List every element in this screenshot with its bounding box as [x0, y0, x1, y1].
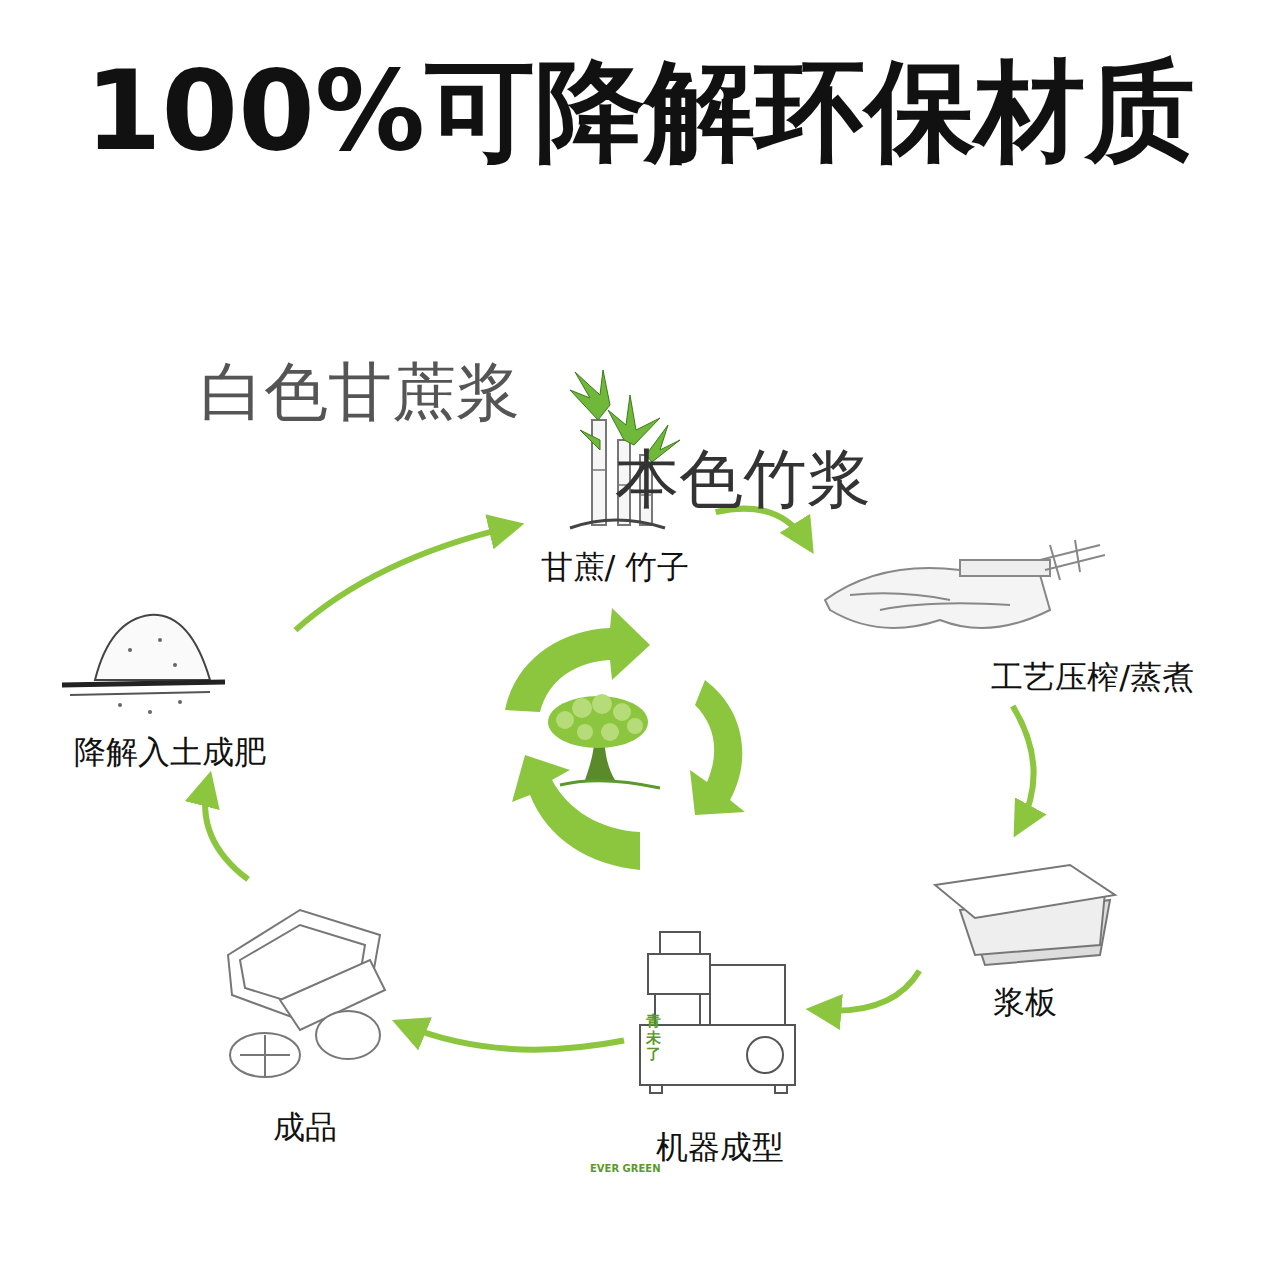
stage-label: 甘蔗/ 竹子 [541, 548, 690, 586]
recycle-symbol [505, 608, 745, 870]
stage-label: 浆板 [993, 983, 1057, 1021]
stage-label: 降解入土成肥 [74, 733, 266, 771]
pulp-sheet-illustration [935, 865, 1115, 965]
process-stage: 降解入土成肥 [50, 605, 290, 775]
tableware-illustration [228, 910, 385, 1077]
molding-machine-illustration [640, 932, 795, 1093]
process-stage: 工艺压榨/蒸煮 [815, 525, 1200, 700]
press-illustration [825, 540, 1105, 628]
stage-label: 工艺压榨/蒸煮 [991, 658, 1194, 696]
soil-illustration [62, 615, 225, 714]
cycle-arrow [205, 782, 248, 879]
stage-label: 机器成型 [656, 1128, 784, 1166]
process-stage: 甘蔗/ 竹子 [520, 365, 710, 590]
process-stage: 浆板 [925, 835, 1125, 1025]
vertical-logo-text: 青未了 [646, 1013, 661, 1063]
subtitle: 白色甘蔗浆 [200, 349, 1280, 436]
cycle-arrow [817, 971, 919, 1011]
process-stage: 成品 [215, 885, 395, 1150]
process-stage: 机器成型 [630, 925, 810, 1170]
title: 100%可降解环保材质 [0, 38, 1280, 187]
stage-label: 成品 [273, 1108, 337, 1146]
cycle-arrow [403, 1025, 624, 1050]
cycle-arrow [1013, 706, 1034, 827]
subtitle: 本色竹浆 [615, 436, 1280, 523]
tree-logo [548, 694, 660, 788]
cycle-arrow [295, 526, 512, 630]
